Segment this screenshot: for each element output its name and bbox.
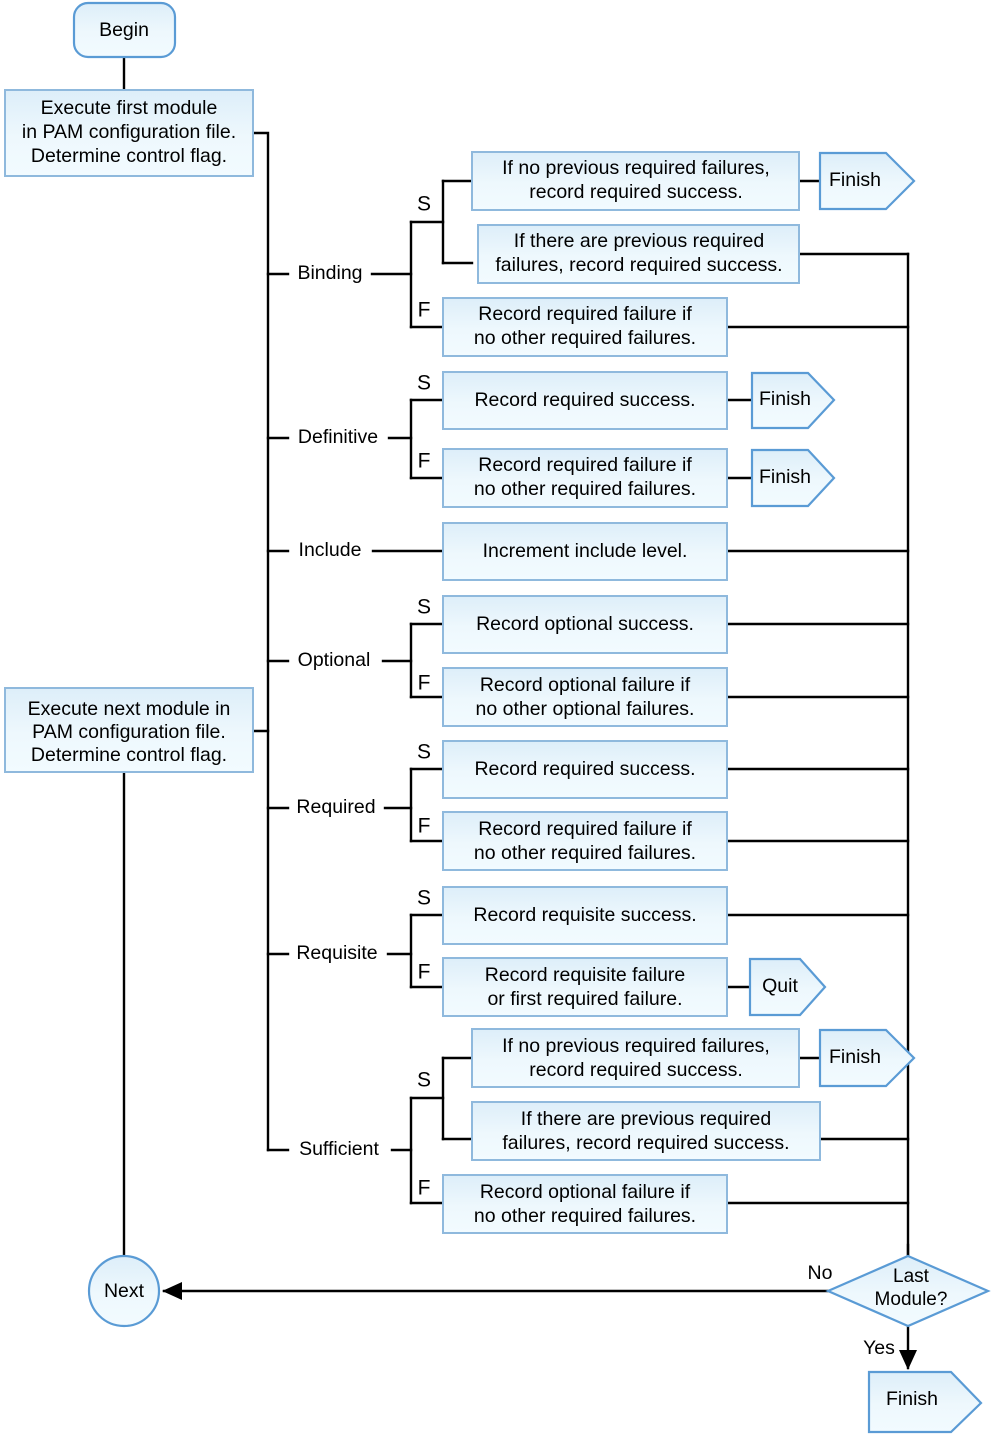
optional-f-line2: no other optional failures. (476, 698, 695, 720)
execute-first-line3: Determine control flag. (31, 145, 227, 167)
sufficient-s1-line1: If no previous required failures, (502, 1035, 770, 1057)
binding-f-line1: Record required failure if (478, 303, 692, 325)
terminal-finish-final[interactable] (867, 1370, 983, 1434)
flag-sufficient-s: S (417, 1069, 431, 1092)
branch-label-binding: Binding (297, 262, 362, 284)
flag-binding-s: S (417, 193, 431, 216)
node-next-label: Next (104, 1280, 145, 1302)
edge-label-yes: Yes (863, 1337, 895, 1359)
binding-s2-line1: If there are previous required (514, 230, 764, 252)
branch-label-include: Include (299, 539, 362, 561)
node-begin-label: Begin (99, 19, 149, 41)
requisite-f-line1: Record requisite failure (485, 964, 686, 986)
definitive-s-line1: Record required success. (474, 389, 695, 411)
action-box-include[interactable] (442, 522, 728, 581)
terminal-finish-definitive-f-label: Finish (759, 466, 811, 488)
node-execute-first-module[interactable] (4, 89, 254, 177)
flag-requisite-s: S (417, 887, 431, 910)
action-box-sufficient-s2[interactable] (471, 1101, 821, 1161)
terminal-finish-sufficient-label: Finish (829, 1046, 881, 1068)
edge-label-no: No (808, 1262, 833, 1284)
execute-next-line2: PAM configuration file. (32, 721, 226, 743)
terminal-finish-binding[interactable] (818, 151, 916, 211)
action-box-binding-f[interactable] (442, 297, 728, 357)
optional-f-line1: Record optional failure if (480, 674, 691, 696)
flag-definitive-f: F (418, 450, 431, 473)
action-box-binding-s1[interactable] (471, 151, 800, 211)
action-box-optional-s[interactable] (442, 595, 728, 654)
definitive-f-line2: no other required failures. (474, 478, 696, 500)
node-execute-next-module[interactable] (4, 687, 254, 773)
binding-s1-line2: record required success. (529, 181, 743, 203)
node-next[interactable] (87, 1254, 161, 1328)
binding-s2-line2: failures, record required success. (495, 254, 782, 276)
decision-last-module-line1: Last (893, 1266, 930, 1287)
terminal-finish-definitive-s[interactable] (750, 371, 836, 430)
flag-required-s: S (417, 741, 431, 764)
sufficient-f-line2: no other required failures. (474, 1205, 696, 1227)
action-box-definitive-s[interactable] (442, 371, 728, 430)
execute-next-line3: Determine control flag. (31, 744, 227, 766)
flag-optional-f: F (418, 672, 431, 695)
flag-optional-s: S (417, 596, 431, 619)
action-box-requisite-f[interactable] (442, 957, 728, 1017)
terminal-finish-sufficient[interactable] (818, 1028, 916, 1088)
decision-last-module[interactable] (825, 1254, 991, 1328)
action-box-optional-f[interactable] (442, 667, 728, 727)
required-f-line1: Record required failure if (478, 818, 692, 840)
action-box-required-f[interactable] (442, 811, 728, 871)
sufficient-s1-line2: record required success. (529, 1059, 743, 1081)
node-begin[interactable] (72, 1, 177, 59)
sufficient-s2-line2: failures, record required success. (502, 1132, 789, 1154)
sufficient-f-line1: Record optional failure if (480, 1181, 691, 1203)
execute-next-line1: Execute next module in (28, 698, 231, 720)
requisite-f-line2: or first required failure. (487, 988, 682, 1010)
branch-label-definitive: Definitive (298, 426, 378, 448)
terminal-quit-requisite[interactable] (748, 957, 827, 1017)
action-box-binding-s2[interactable] (477, 224, 800, 284)
decision-last-module-line2: Module? (875, 1289, 948, 1310)
required-f-line2: no other required failures. (474, 842, 696, 864)
action-box-definitive-f[interactable] (442, 448, 728, 508)
branch-label-sufficient: Sufficient (299, 1138, 379, 1160)
flag-requisite-f: F (418, 961, 431, 984)
execute-first-line1: Execute first module (41, 97, 218, 119)
action-box-requisite-s[interactable] (442, 886, 728, 945)
flag-definitive-s: S (417, 372, 431, 395)
binding-f-line2: no other required failures. (474, 327, 696, 349)
action-box-required-s[interactable] (442, 740, 728, 799)
terminal-quit-label: Quit (762, 975, 798, 997)
terminal-finish-definitive-s-label: Finish (759, 388, 811, 410)
spine-main (251, 131, 270, 1152)
action-box-sufficient-f[interactable] (442, 1174, 728, 1234)
terminal-finish-final-label: Finish (886, 1388, 938, 1410)
binding-s1-line1: If no previous required failures, (502, 157, 770, 179)
include-line1: Increment include level. (483, 540, 688, 562)
requisite-s-line1: Record requisite success. (473, 904, 696, 926)
terminal-finish-binding-label: Finish (829, 169, 881, 191)
sufficient-s2-line1: If there are previous required (521, 1108, 771, 1130)
branch-label-optional: Optional (298, 649, 371, 671)
flag-binding-f: F (418, 299, 431, 322)
optional-s-line1: Record optional success. (476, 613, 694, 635)
branch-label-required: Required (296, 796, 375, 818)
terminal-finish-definitive-f[interactable] (750, 448, 836, 508)
flag-sufficient-f: F (418, 1177, 431, 1200)
required-s-line1: Record required success. (474, 758, 695, 780)
execute-first-line2: in PAM configuration file. (22, 121, 236, 143)
action-box-sufficient-s1[interactable] (471, 1028, 800, 1088)
branch-label-requisite: Requisite (296, 942, 377, 964)
definitive-f-line1: Record required failure if (478, 454, 692, 476)
flag-required-f: F (418, 815, 431, 838)
